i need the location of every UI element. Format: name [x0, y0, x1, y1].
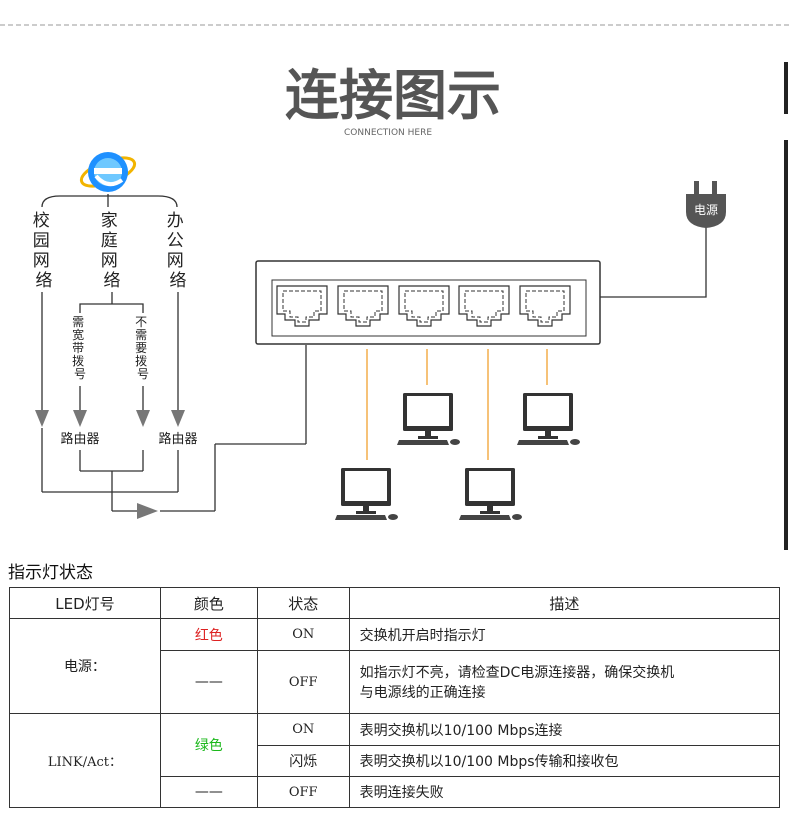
source-label-office: 办 公 网 络 — [167, 211, 189, 291]
description-cell: 交换机开启时指示灯 — [348, 618, 781, 651]
table-row: 电源： 红色 ON 交换机开启时指示灯 — [9, 618, 781, 714]
table-row: 闪烁 表明交换机以10/100 Mbps传输和接收包 — [10, 745, 781, 777]
header-led: LED灯号 — [9, 587, 161, 619]
indicator-status-table: LED灯号 颜色 状态 描述 电源： 红色 ON 交换机开启时指示灯 —— OF… — [9, 587, 781, 808]
status-cell: OFF — [256, 650, 350, 714]
source-label-campus: 校 园 网 络 — [33, 211, 55, 291]
table-header-row: LED灯号 颜色 状态 描述 — [9, 587, 781, 619]
computer-icon — [459, 468, 522, 520]
router-label-left: 路由器 — [60, 431, 99, 447]
computer-cables — [366, 349, 548, 460]
ethernet-port-icon — [337, 285, 389, 327]
router-label-right: 路由器 — [158, 431, 197, 447]
computer-icon — [335, 468, 398, 520]
connection-diagram: 连接图示 CONNECTION HERE 校 园 网 络 家 庭 网 络 办 公… — [0, 24, 790, 550]
power-cable — [600, 226, 707, 298]
status-cell: ON — [256, 713, 350, 746]
source-connector — [41, 195, 178, 208]
table-row: —— OFF 如指示灯不亮，请检查DC电源连接器，确保交换机 与电源线的正确连接 — [10, 650, 781, 714]
arrow-to-switch — [137, 503, 158, 519]
description-cell: 表明交换机以10/100 Mbps连接 — [348, 713, 781, 746]
dial-option-needed: 需 宽 带 拨 号 — [72, 315, 88, 381]
source-label-home: 家 庭 网 络 — [101, 211, 123, 291]
status-cell: OFF — [256, 776, 350, 808]
down-arrows — [35, 410, 185, 427]
ethernet-port-icon — [398, 285, 450, 327]
network-switch — [255, 260, 601, 345]
description-line: 如指示灯不亮，请检查DC电源连接器，确保交换机 — [359, 665, 675, 681]
status-cell: ON — [256, 618, 350, 651]
led-link-act: LINK/Act： — [9, 713, 161, 808]
description-cell: 表明连接失败 — [348, 776, 781, 808]
ethernet-port-icon — [458, 285, 510, 327]
status-cell: 闪烁 — [256, 745, 350, 777]
header-status: 状态 — [256, 587, 350, 619]
color-cell: 绿色 — [159, 713, 258, 777]
power-plug-icon: 电源 — [686, 181, 726, 228]
ie-browser-icon — [79, 152, 137, 192]
right-edge-bar — [784, 62, 788, 114]
dial-split — [79, 303, 144, 313]
color-cell: 红色 — [159, 618, 258, 651]
computer-icon — [397, 393, 460, 445]
color-cell: —— — [159, 650, 258, 714]
ethernet-port-icon — [276, 285, 328, 327]
table-row: —— OFF 表明连接失败 — [10, 776, 781, 808]
table-row: LINK/Act： 绿色 ON 表明交换机以10/100 Mbps连接 — [9, 713, 781, 808]
header-color: 颜色 — [159, 587, 258, 619]
description-line: 与电源线的正确连接 — [359, 685, 486, 701]
header-description: 描述 — [348, 587, 781, 619]
power-label: 电源 — [694, 203, 718, 217]
diagram-title: 连接图示 — [285, 64, 501, 127]
computer-icon — [517, 393, 580, 445]
right-edge-bar — [784, 140, 788, 550]
dial-option-not-needed: 不 需 要 拨 号 — [135, 315, 151, 381]
led-power: 电源： — [9, 618, 161, 714]
color-cell: —— — [159, 776, 258, 808]
status-section-title: 指示灯状态 — [8, 563, 93, 583]
diagram-subtitle: CONNECTION HERE — [344, 128, 432, 138]
ethernet-port-icon — [519, 285, 571, 327]
description-cell: 表明交换机以10/100 Mbps传输和接收包 — [348, 745, 781, 777]
description-cell: 如指示灯不亮，请检查DC电源连接器，确保交换机 与电源线的正确连接 — [348, 650, 781, 714]
